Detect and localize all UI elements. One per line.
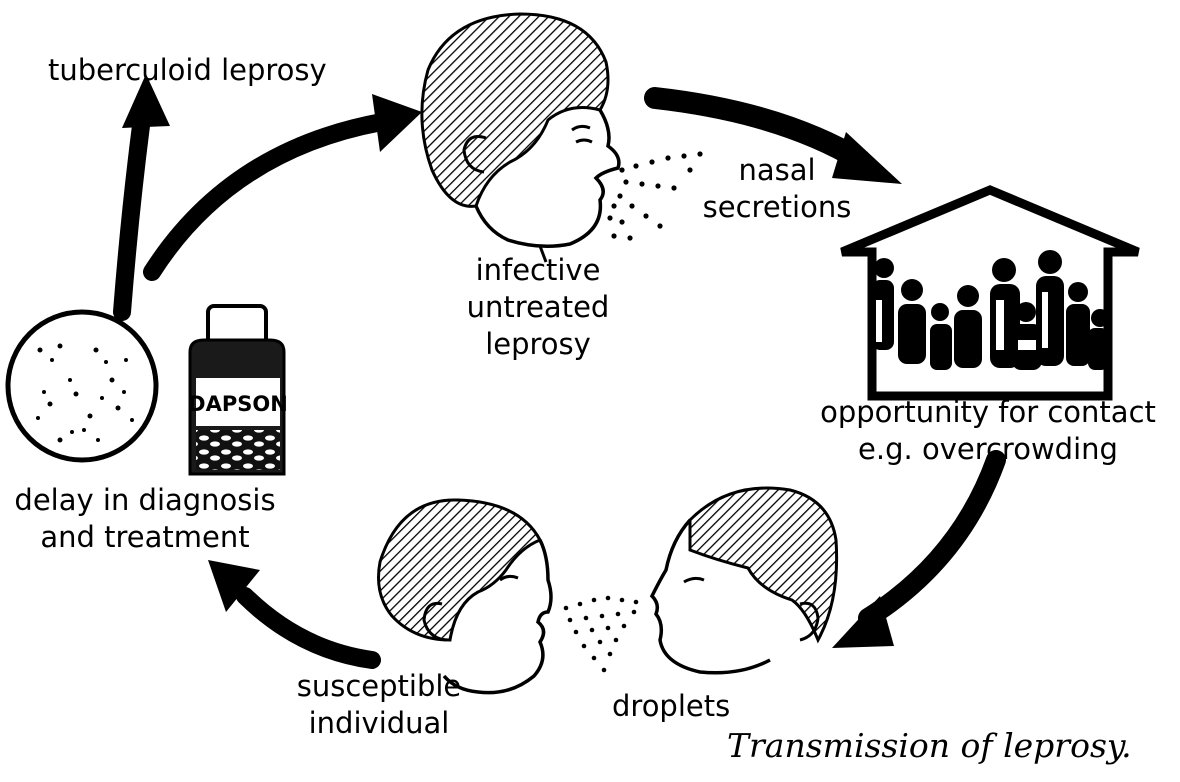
label-opportunity-for-contact: opportunity for contact e.g. overcrowdin…: [800, 394, 1176, 468]
label-tuberculoid-leprosy: tuberculoid leprosy: [48, 52, 327, 89]
label-line: infective: [448, 252, 628, 289]
susceptible-person-figure: [379, 500, 552, 693]
dapsone-bottle-figure: DAPSON: [188, 306, 288, 474]
label-infective-untreated-leprosy: infective untreated leprosy: [448, 252, 628, 363]
label-line: and treatment: [0, 519, 290, 556]
microscope-slide-figure: [8, 312, 156, 460]
label-droplets: droplets: [612, 688, 730, 725]
label-susceptible-individual: susceptible individual: [286, 668, 472, 742]
arrow-to-droplets: [832, 460, 996, 648]
label-line: untreated: [448, 289, 628, 326]
arrow-to-infective: [152, 94, 422, 272]
label-line: leprosy: [448, 326, 628, 363]
label-line: e.g. overcrowding: [800, 431, 1176, 468]
label-line: individual: [286, 705, 472, 742]
droplets-person-figure: [652, 488, 837, 673]
label-line: susceptible: [286, 668, 472, 705]
bottle-label: DAPSON: [188, 392, 288, 416]
label-line: secretions: [686, 189, 868, 226]
label-nasal-secretions: nasal secretions: [686, 152, 868, 226]
figure-caption: Transmission of leprosy.: [727, 726, 1132, 765]
infective-person-figure: [422, 14, 619, 262]
overcrowded-house-figure: [842, 190, 1138, 396]
label-line: delay in diagnosis: [0, 482, 290, 519]
label-delay-in-diagnosis: delay in diagnosis and treatment: [0, 482, 290, 556]
label-line: opportunity for contact: [800, 394, 1176, 431]
droplet-spray-dots: [564, 596, 639, 673]
arrow-to-delay: [208, 560, 372, 660]
label-line: nasal: [686, 152, 868, 189]
